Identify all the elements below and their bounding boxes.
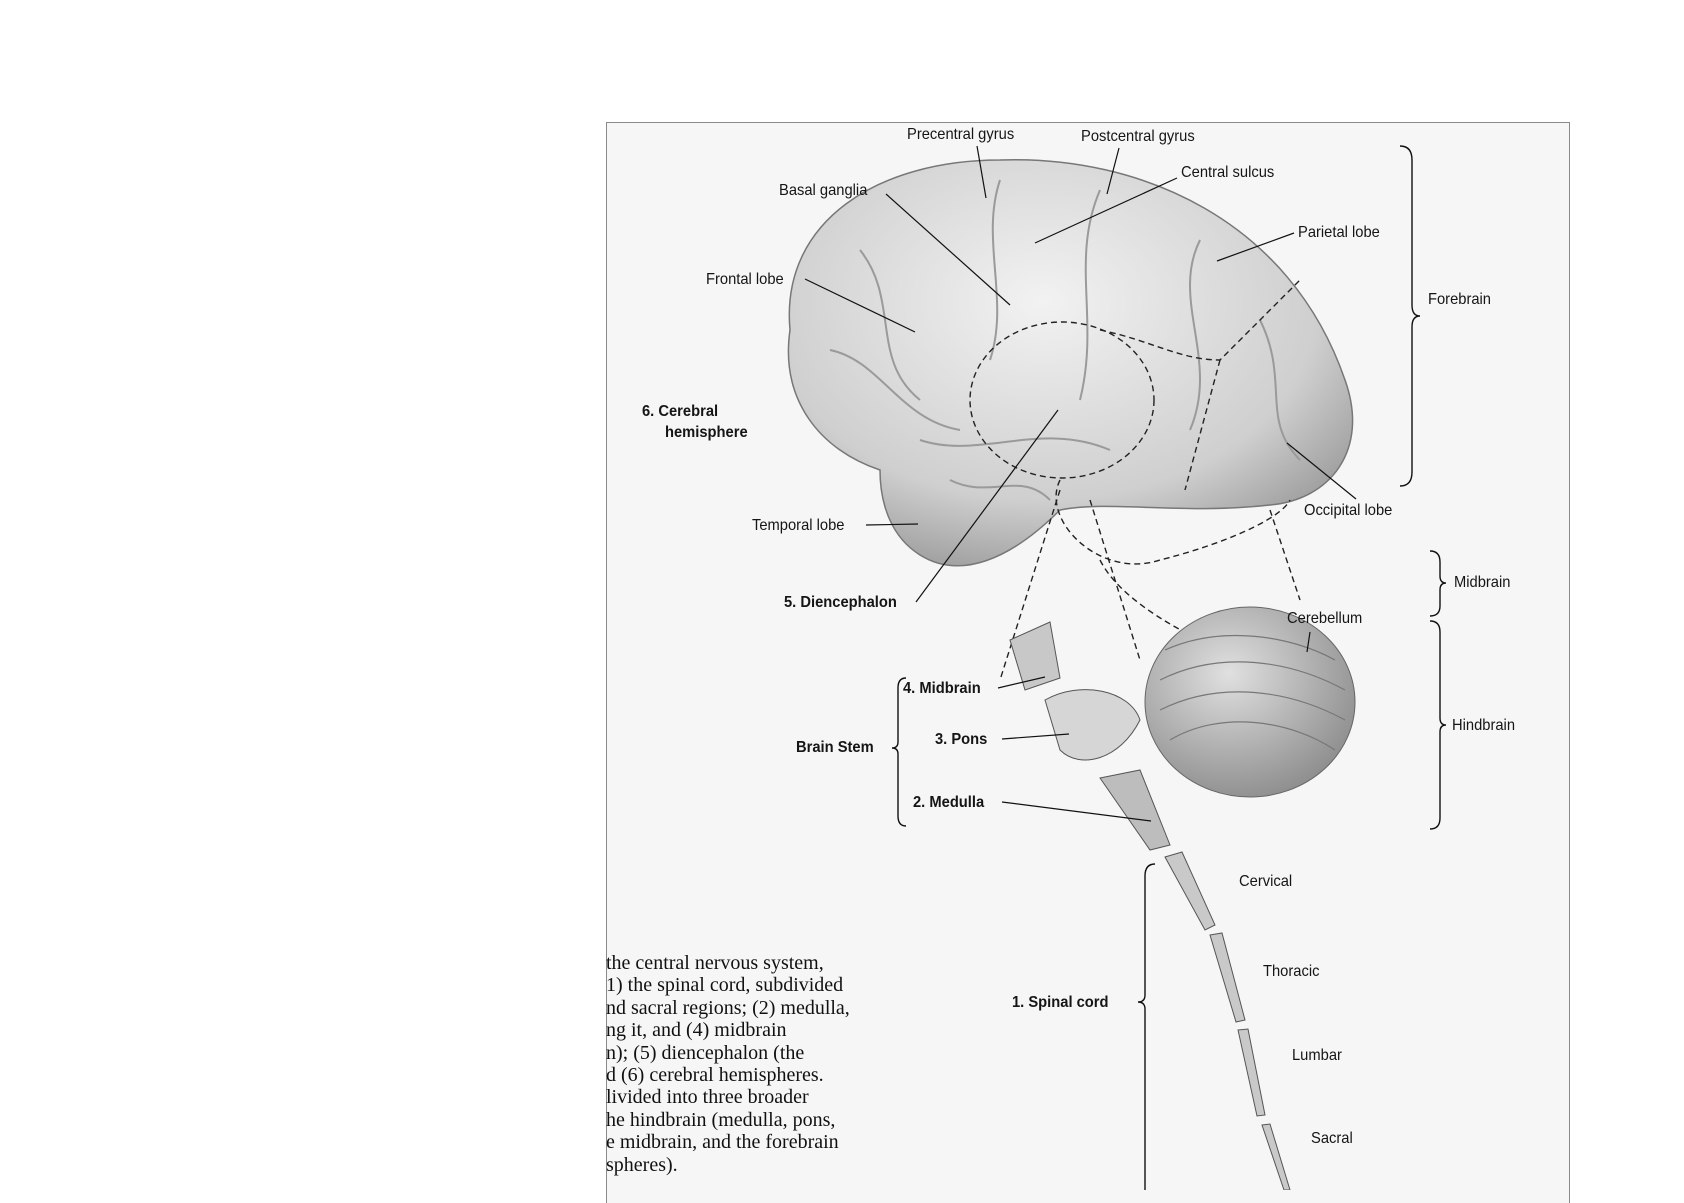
caption-line: e midbrain, and the forebrain — [606, 1131, 839, 1154]
label-midbrain-division: Midbrain — [1454, 574, 1511, 591]
caption-line: the central nervous system, — [606, 952, 824, 974]
caption-line: 1) the spinal cord, subdivided — [606, 974, 844, 997]
brain-stem-brace — [891, 677, 907, 827]
caption-line: n); (5) diencephalon (the — [606, 1041, 805, 1064]
label-thoracic: Thoracic — [1263, 963, 1320, 980]
label-midbrain: 4. Midbrain — [903, 680, 981, 697]
hindbrain-brace — [1429, 620, 1447, 830]
medulla-piece — [1099, 769, 1171, 851]
caption-line: he hindbrain (medulla, pons, — [606, 1108, 836, 1131]
midbrain-piece — [1009, 621, 1061, 691]
label-sacral: Sacral — [1311, 1130, 1353, 1147]
label-frontal-lobe: Frontal lobe — [706, 271, 784, 288]
braces — [891, 145, 1447, 1190]
label-medulla: 2. Medulla — [913, 794, 985, 811]
cerebrum — [787, 159, 1354, 567]
label-occipital-lobe: Occipital lobe — [1304, 502, 1393, 519]
label-spinal-cord: 1. Spinal cord — [1012, 994, 1109, 1011]
label-precentral-gyrus: Precentral gyrus — [907, 126, 1015, 143]
label-basal-ganglia: Basal ganglia — [779, 182, 868, 199]
gyri — [829, 179, 1301, 501]
label-brain-stem: Brain Stem — [796, 739, 874, 756]
label-cervical: Cervical — [1239, 873, 1293, 890]
spinal-cord-brace — [1137, 863, 1156, 1190]
label-forebrain: Forebrain — [1428, 291, 1492, 308]
label-temporal-lobe: Temporal lobe — [752, 517, 845, 534]
figure-caption: the central nervous system, 1) the spina… — [606, 952, 850, 1176]
label-cerebellum: Cerebellum — [1287, 610, 1363, 627]
caption-line: spheres). — [606, 1153, 678, 1176]
label-hindbrain: Hindbrain — [1452, 717, 1516, 734]
internal-outlines — [969, 279, 1301, 681]
caption-line: livided into three broader — [606, 1086, 809, 1109]
pons-piece — [1044, 689, 1141, 761]
caption-line: nd sacral regions; (2) medulla, — [606, 996, 850, 1019]
caption-line: d (6) cerebral hemispheres. — [606, 1064, 824, 1087]
label-pons: 3. Pons — [935, 731, 988, 748]
label-parietal-lobe: Parietal lobe — [1298, 224, 1380, 241]
spinal-cord-segments — [1164, 851, 1291, 1190]
label-lumbar: Lumbar — [1292, 1047, 1342, 1064]
midbrain-brace — [1429, 550, 1447, 617]
cerebellum-shape — [1144, 606, 1356, 798]
label-diencephalon: 5. Diencephalon — [784, 594, 897, 611]
caption-line: ng it, and (4) midbrain — [606, 1019, 787, 1042]
leader-lines — [804, 145, 1357, 822]
label-cerebral-hemisphere: 6. Cerebral — [642, 403, 719, 420]
label-central-sulcus: Central sulcus — [1181, 164, 1275, 181]
label-postcentral-gyrus: Postcentral gyrus — [1081, 128, 1195, 145]
label-cerebral-hemisphere-2: hemisphere — [665, 424, 748, 441]
forebrain-brace — [1399, 145, 1421, 487]
